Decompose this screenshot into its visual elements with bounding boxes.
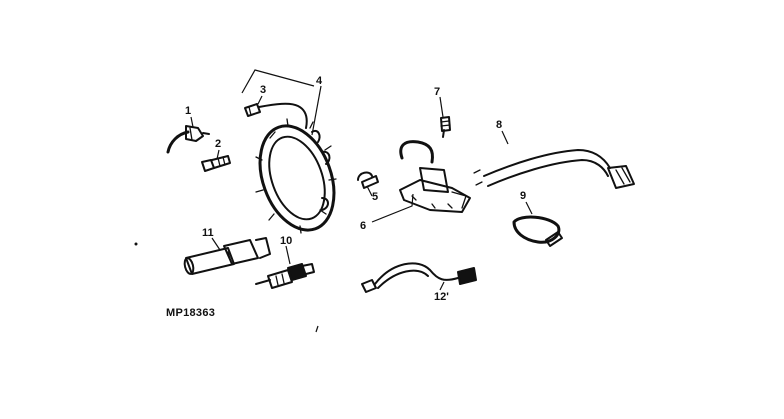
part-1-terminal-clip [166, 125, 210, 154]
tick-mark [315, 325, 319, 333]
leader-10 [285, 245, 291, 265]
leader-8 [501, 130, 509, 145]
part-11-sleeve [183, 237, 271, 275]
part-6-ignition-module [399, 140, 471, 213]
leader-5 [366, 185, 373, 197]
assembly-4-bracket [241, 69, 315, 94]
part-2-bolt [201, 155, 231, 172]
callout-11: 11 [202, 227, 214, 239]
part-10-spark-plug [255, 263, 315, 289]
leader-11 [211, 237, 221, 251]
callout-7: 7 [434, 86, 440, 98]
leader-12 [439, 281, 445, 291]
part-9-hose-clamp [512, 215, 563, 247]
part-3-sensor-lead [244, 102, 308, 129]
assembly-6-bracket [371, 193, 414, 223]
leader-7 [439, 96, 444, 118]
callout-6: 6 [360, 220, 366, 232]
figure-code: MP18363 [166, 307, 215, 319]
callout-4: 4 [316, 75, 323, 87]
part-12-ground-wire [361, 262, 477, 293]
part-4-stator-ring [255, 118, 337, 234]
callout-2: 2 [215, 138, 221, 150]
callout-8: 8 [496, 119, 502, 131]
callout-3: 3 [260, 84, 266, 96]
part-8-wiring-harness [473, 149, 635, 189]
callout-5: 5 [372, 191, 378, 203]
callout-12: 12' [434, 291, 449, 303]
part-5-clip [357, 171, 379, 189]
leader-1 [190, 116, 194, 128]
leader-2 [216, 149, 220, 160]
part-7-screw [440, 116, 451, 138]
callout-9: 9 [520, 190, 526, 202]
leader-9 [525, 201, 533, 215]
leader-4 [311, 85, 322, 136]
callout-1: 1 [185, 105, 191, 117]
speck-mark [134, 242, 138, 246]
leader-3 [257, 95, 263, 105]
callout-10: 10 [280, 235, 292, 247]
